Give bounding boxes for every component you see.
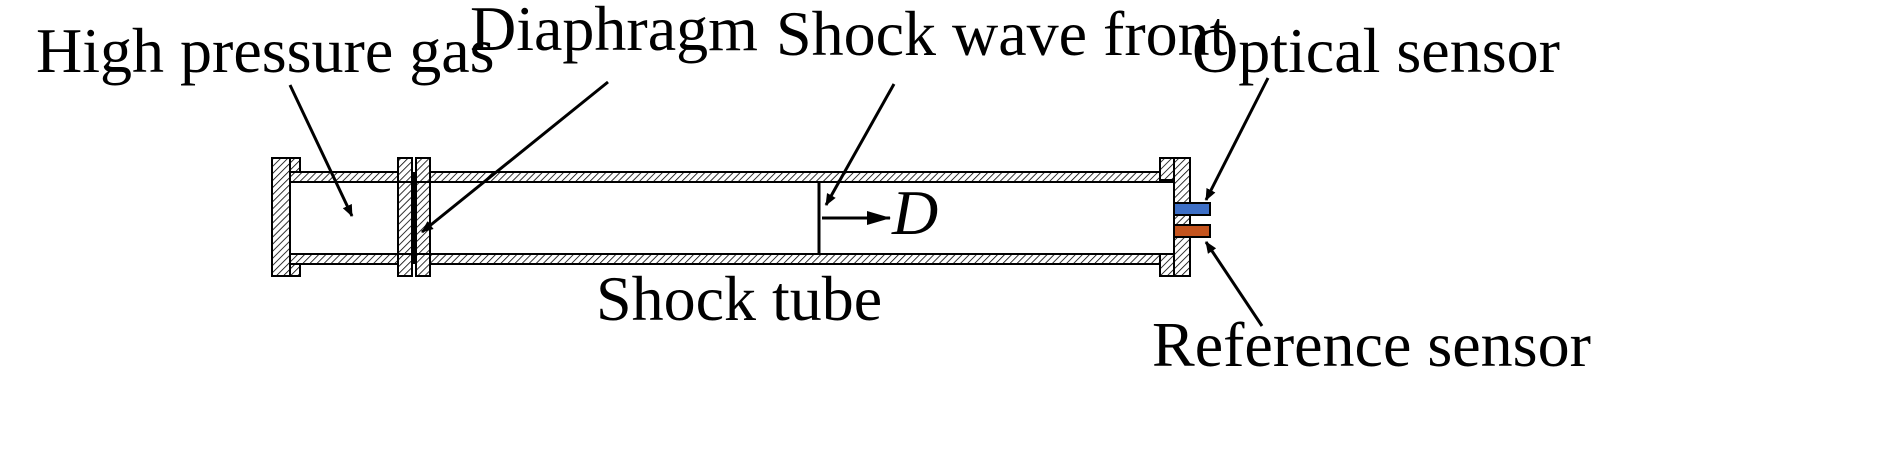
diaphragm-flange-right (415, 157, 431, 277)
optical-sensor (1173, 202, 1211, 216)
arrow-high-pressure-gas (288, 84, 354, 217)
right-end-plate (1173, 157, 1191, 277)
leader-arrows (288, 77, 1270, 327)
driven-wall-top (429, 171, 1165, 183)
label-shock-wave-front: Shock wave front (776, 0, 1228, 69)
label-velocity: D (891, 177, 938, 248)
left-end-cap (271, 157, 291, 277)
right-end-flange-lip-top (1159, 157, 1175, 181)
driver-wall-top (289, 171, 401, 183)
arrow-shock-wave-front (824, 83, 896, 206)
label-optical-sensor: Optical sensor (1192, 15, 1560, 86)
right-end-flange-lip-bottom (1159, 253, 1175, 277)
reference-sensor (1173, 224, 1211, 238)
arrow-reference-sensor (1204, 241, 1264, 327)
arrow-optical-sensor (1204, 77, 1270, 201)
arrow-diaphragm (421, 80, 609, 234)
label-shock-tube: Shock tube (596, 263, 882, 334)
driver-wall-bottom (289, 253, 401, 265)
diaphragm-flange-left (397, 157, 413, 277)
label-reference-sensor: Reference sensor (1152, 309, 1591, 380)
tube-wall (271, 157, 1191, 277)
label-high-pressure-gas: High pressure gas (36, 15, 495, 86)
label-diaphragm: Diaphragm (470, 0, 758, 64)
